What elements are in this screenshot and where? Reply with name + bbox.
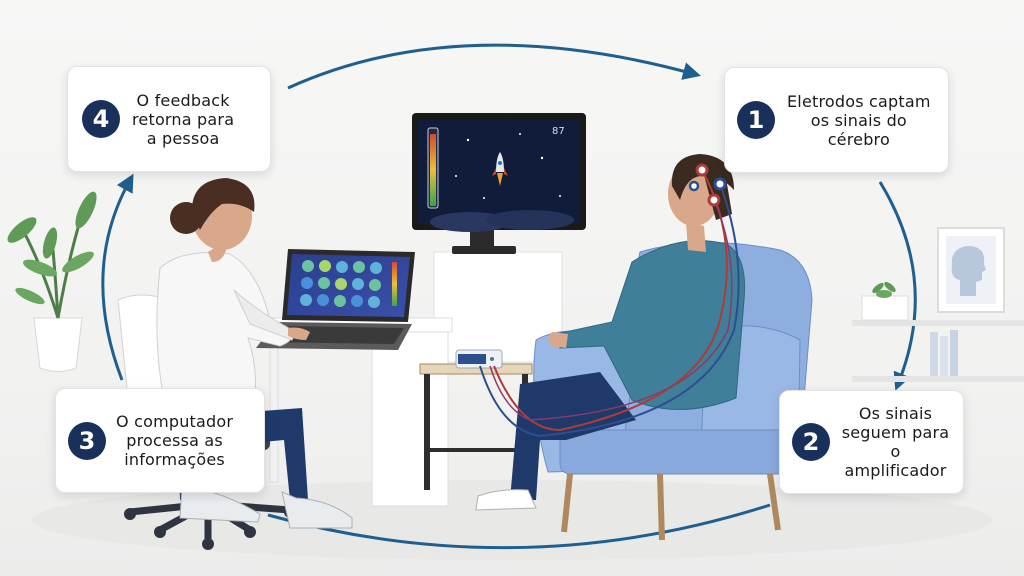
laptop xyxy=(256,249,415,350)
step-card-2: 2 Os sinais seguem para o amplificador xyxy=(779,390,964,494)
step-badge-1: 1 xyxy=(737,101,775,139)
step-card-1: 1 Eletrodos captam os sinais do cérebro xyxy=(724,67,949,173)
shelf xyxy=(852,281,1024,382)
rocket-icon xyxy=(492,152,508,186)
step-text-3: O computador processa as informações xyxy=(116,412,234,469)
brain-maps xyxy=(300,260,397,308)
step-card-3: 3 O computador processa as informações xyxy=(55,388,265,493)
feedback-monitor xyxy=(412,113,586,363)
floor-shadow xyxy=(32,480,992,560)
monitor-score: 87 xyxy=(552,126,565,137)
step-text-2: Os sinais seguem para o amplificador xyxy=(841,404,950,480)
cycle-arrow-top xyxy=(287,43,701,90)
plant-icon xyxy=(7,191,97,372)
amplifier xyxy=(455,349,503,369)
step-card-4: 4 O feedback retorna para a pessoa xyxy=(67,66,271,172)
eeg-wires xyxy=(479,169,740,438)
head-silhouette-icon xyxy=(937,227,1005,313)
cycle-arrow-left xyxy=(101,173,134,381)
step-text-1: Eletrodos captam os sinais do cérebro xyxy=(787,91,931,149)
electrodes xyxy=(688,163,727,207)
cycle-arrow-right xyxy=(878,181,917,391)
step-badge-3: 3 xyxy=(68,421,106,460)
step-text-4: O feedback retorna para a pessoa xyxy=(132,90,235,148)
therapist xyxy=(156,178,353,529)
step-badge-2: 2 xyxy=(792,423,830,461)
cycle-arrow-bottom xyxy=(267,503,771,550)
step-badge-4: 4 xyxy=(82,100,120,138)
